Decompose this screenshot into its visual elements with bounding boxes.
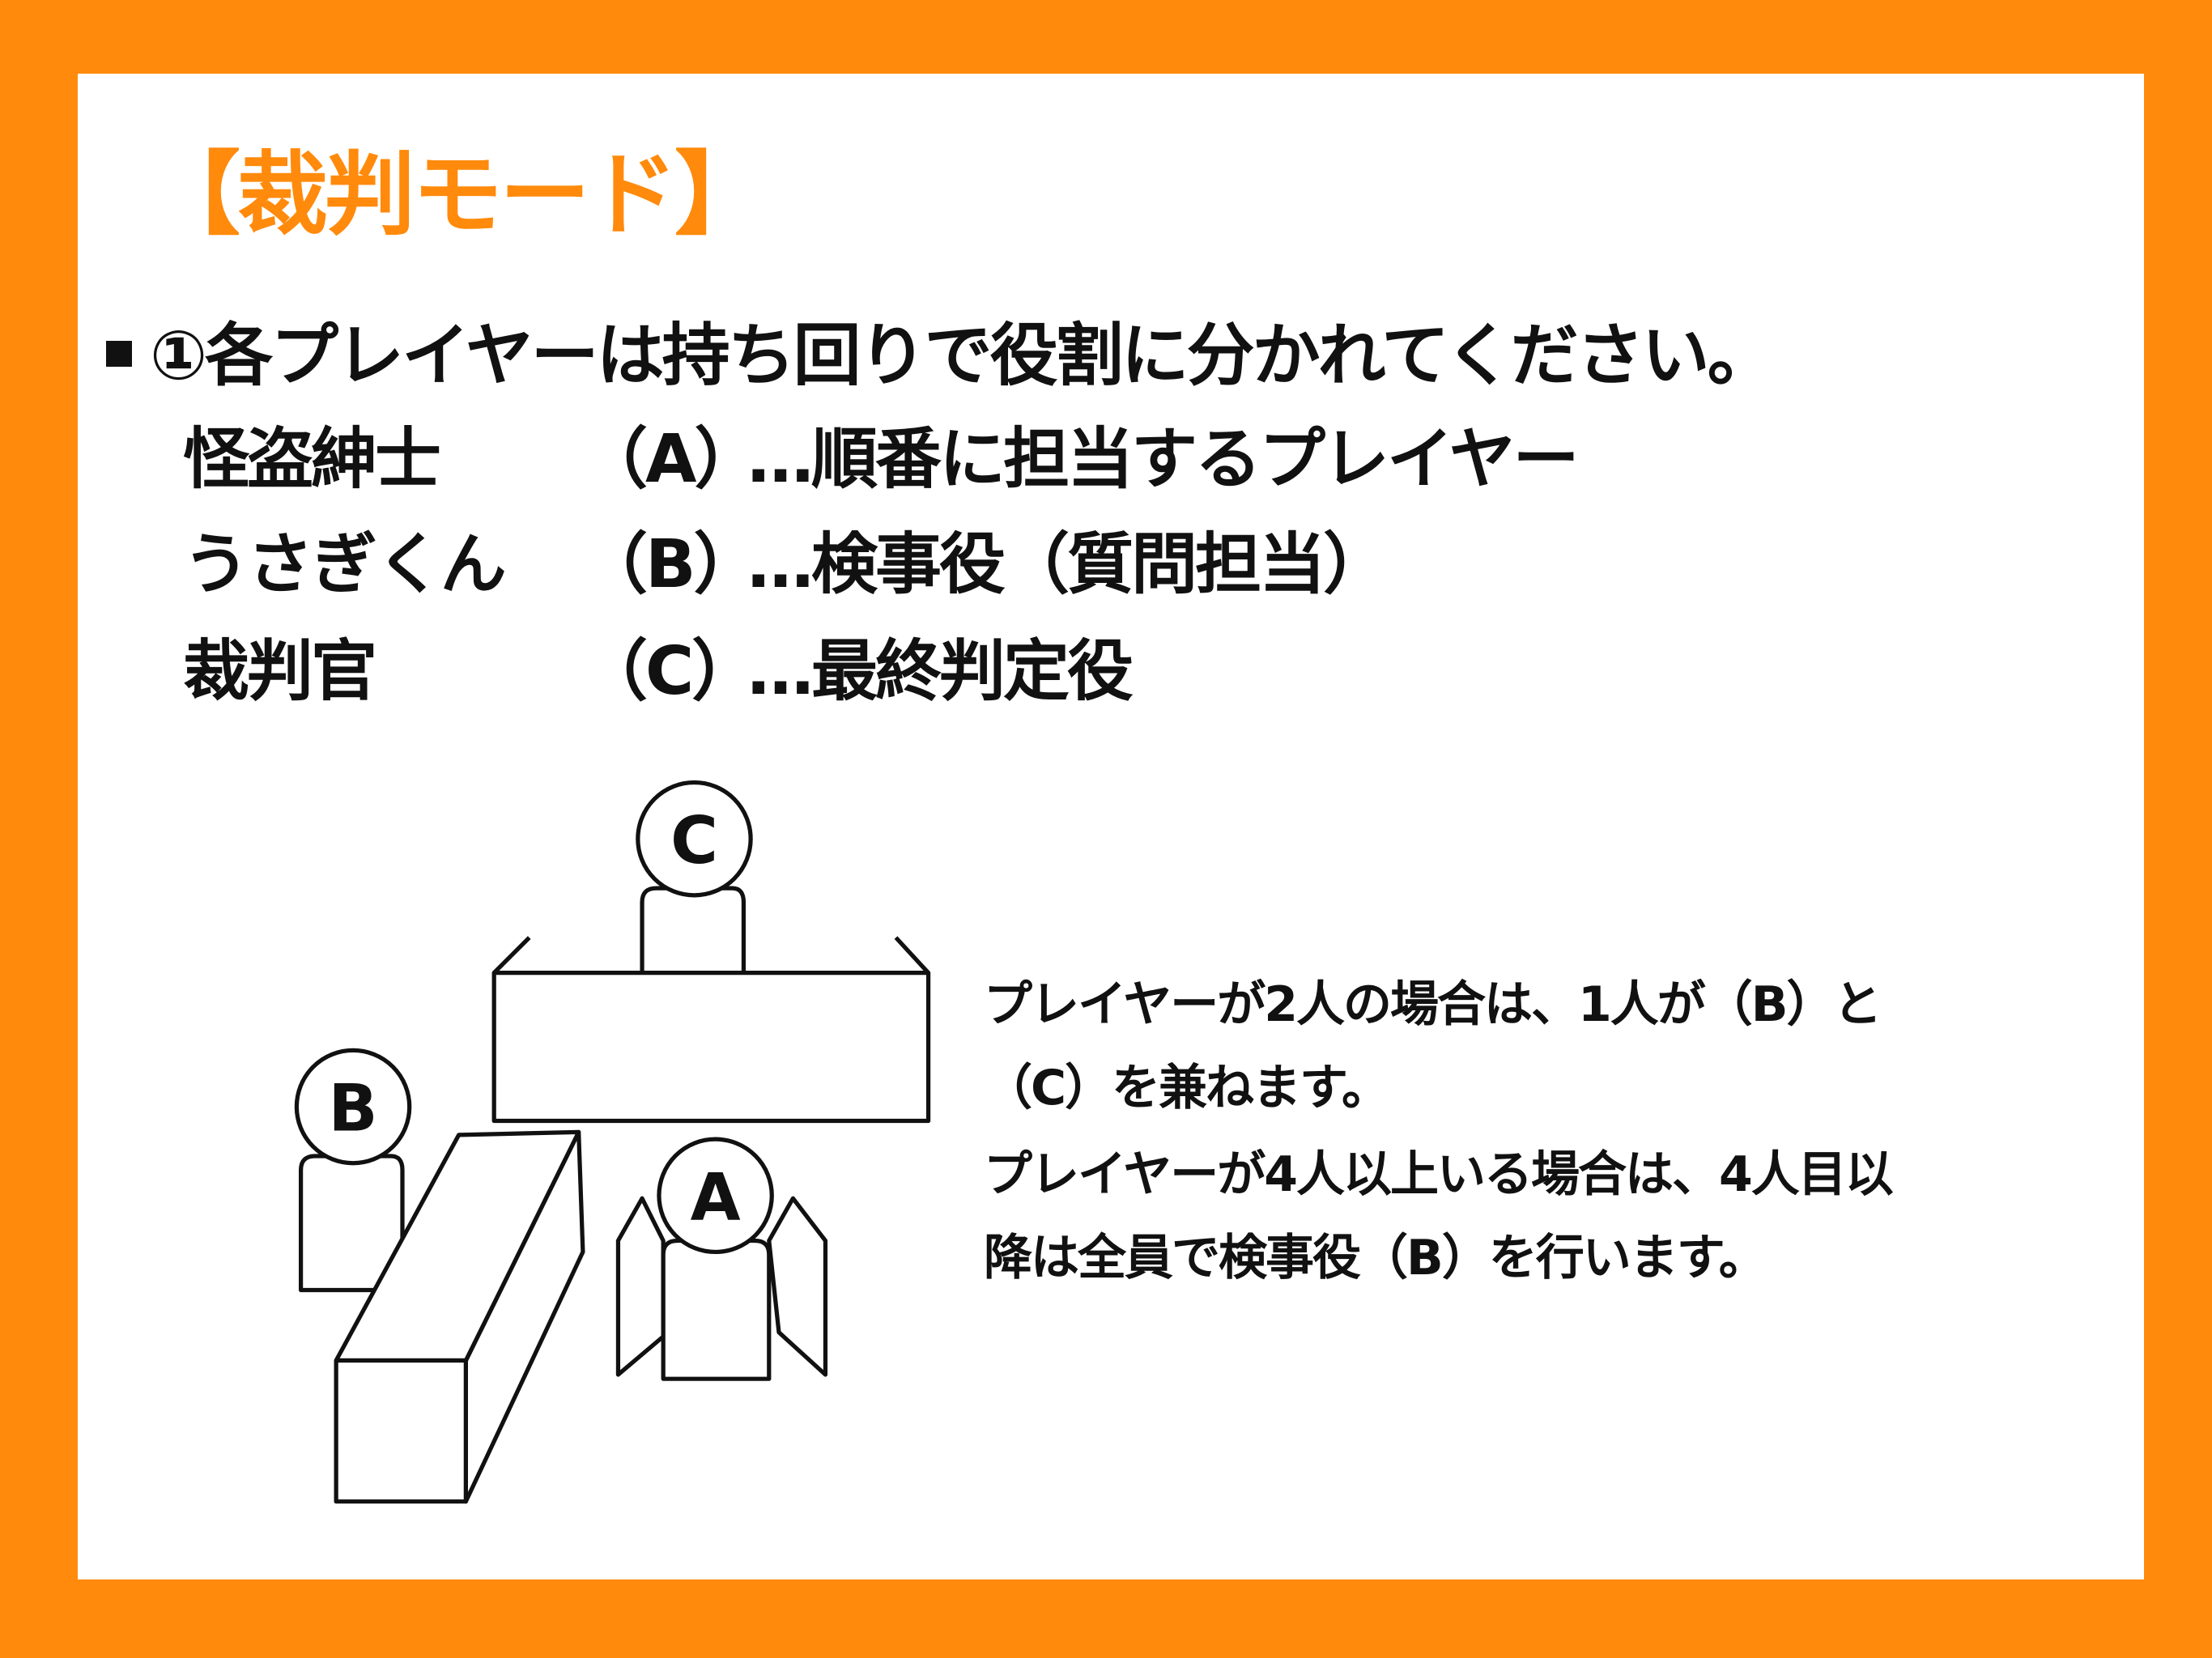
player-b-figure: B <box>294 1048 412 1293</box>
page-title: 【裁判モード】 <box>150 142 765 248</box>
note-line: 降は全員で検事役（B）を行います。 <box>984 1230 1767 1286</box>
role-desc: …順番に担当するプレイヤー <box>747 421 1580 498</box>
label-c: C <box>670 803 718 878</box>
role-name: うさぎくん <box>183 526 507 603</box>
label-a: A <box>691 1159 741 1235</box>
bullet-square-icon <box>106 340 132 367</box>
instruction-step: ①各プレイヤーは持ち回りで役割に分かれてください。 <box>106 301 1776 399</box>
instruction-text: ①各プレイヤーは持ち回りで役割に分かれてください。 <box>150 316 1776 395</box>
note-line: プレイヤーが4人以上いる場合は、4人目以 <box>984 1146 1894 1203</box>
role-code: （A） <box>581 421 760 498</box>
role-desc: …最終判定役 <box>747 633 1134 710</box>
role-name: 裁判官 <box>183 633 377 710</box>
role-name: 怪盗紳士 <box>183 421 441 498</box>
prosecutor-desk <box>334 1129 585 1504</box>
role-desc: …検事役（質問担当） <box>747 526 1389 603</box>
judge-table <box>491 936 931 1124</box>
judge-c-figure: C <box>636 780 753 976</box>
note-line: プレイヤーが2人の場合は、1人が（B）と <box>984 976 1882 1033</box>
note-line: （C）を兼ねます。 <box>984 1060 1390 1116</box>
role-code: （C） <box>581 633 758 710</box>
role-code: （B） <box>581 526 760 603</box>
player-a-figure: A <box>615 1137 828 1381</box>
label-b: B <box>329 1071 378 1146</box>
